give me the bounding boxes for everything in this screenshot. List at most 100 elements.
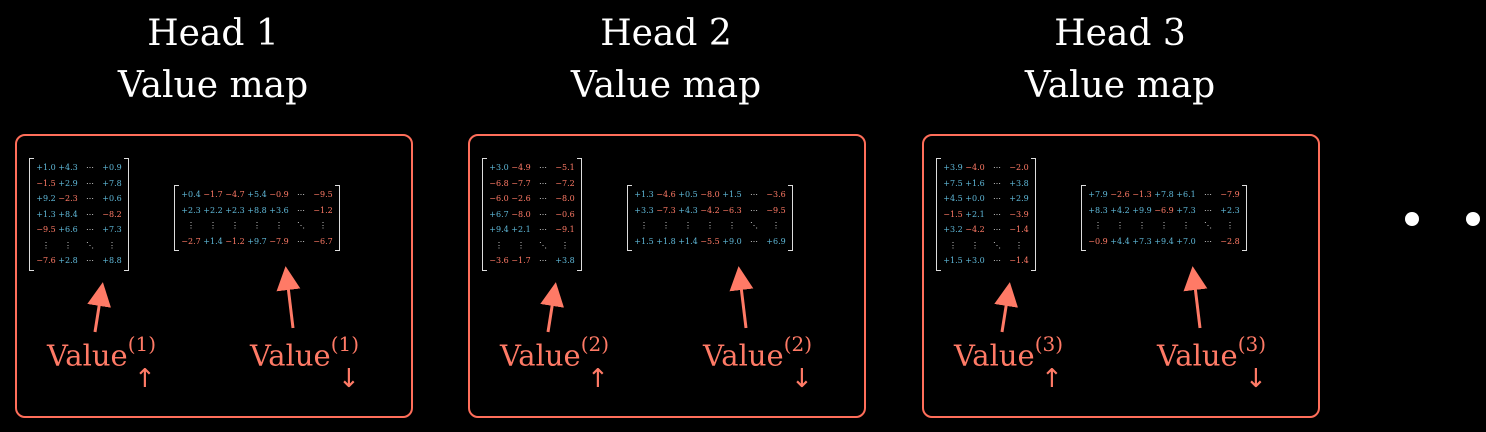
matrix-row: +4.5+0.0⋯+2.9 [942, 191, 1030, 207]
matrix-cell: ⋮ [231, 221, 239, 231]
matrix-cell: −6.9 [1154, 205, 1174, 215]
head-title: Head 3 [1054, 13, 1186, 54]
matrix-cell: +7.5 [943, 178, 963, 188]
matrix-cell: −4.9 [511, 163, 531, 173]
matrix-cell: +4.2 [1110, 205, 1130, 215]
value-down-superscript: (3) [1237, 332, 1267, 356]
matrix-cell: ⋯ [539, 225, 547, 235]
matrix-row: +3.2−4.2⋯−1.4 [942, 222, 1030, 238]
matrix-row: +1.0+4.3⋯+0.9 [35, 160, 123, 176]
matrix-row: ⋮⋮⋮⋮⋮⋱⋮ [1087, 218, 1241, 234]
value-up-text: Value [954, 338, 1035, 373]
matrix-cell: +1.8 [656, 236, 676, 246]
matrix-cell: −7.9 [1220, 190, 1240, 200]
matrix-cell: −4.2 [700, 205, 720, 215]
matrix-cell: ⋯ [297, 205, 305, 215]
matrix-cell: ⋯ [539, 178, 547, 188]
matrix-cell: −1.5 [36, 178, 56, 188]
matrix-cell: +1.5 [943, 256, 963, 266]
matrix-cell: ⋯ [297, 236, 305, 246]
up-arrow-icon: ↑ [587, 364, 609, 394]
matrix-cell: +7.3 [1132, 236, 1152, 246]
value-up-label: Value(1) [47, 332, 156, 373]
matrix-cell: −6.3 [722, 205, 742, 215]
ellipsis-dot-1 [1405, 212, 1419, 226]
matrix-row: ⋮⋮⋱⋮ [942, 238, 1030, 254]
matrix-cell: +6.1 [1176, 190, 1196, 200]
matrix-row: +9.2−2.3⋯+0.6 [35, 191, 123, 207]
matrix-cell: ⋯ [539, 256, 547, 266]
value-down-matrix: +1.3−4.6+0.5−8.0+1.5⋯−3.6+3.3−7.3+4.3−4.… [627, 185, 793, 251]
matrix-cell: +2.3 [225, 205, 245, 215]
matrix-cell: +1.3 [634, 190, 654, 200]
matrix-cell: ⋮ [495, 240, 503, 250]
matrix-cell: +3.8 [555, 256, 575, 266]
matrix-cell: +6.9 [766, 236, 786, 246]
matrix-cell: ⋯ [750, 205, 758, 215]
matrix-cell: ⋯ [539, 209, 547, 219]
value-down-label: Value(2) [703, 332, 812, 373]
matrix-cell: −9.1 [555, 225, 575, 235]
value-down-matrix: +0.4−1.7−4.7+5.4−0.9⋯−9.5+2.3+2.2+2.3+8.… [174, 185, 340, 251]
matrix-cell: +2.1 [511, 225, 531, 235]
matrix-cell: −2.7 [181, 236, 201, 246]
head-subtitle: Value map [570, 65, 762, 106]
matrix-cell: +9.7 [247, 236, 267, 246]
matrix-row: −9.5+6.6⋯+7.3 [35, 222, 123, 238]
value-down-text: Value [703, 338, 784, 373]
value-down-label: Value(3) [1157, 332, 1266, 373]
matrix-cell: −0.9 [269, 190, 289, 200]
matrix-cell: −4.2 [965, 225, 985, 235]
matrix-cell: +2.9 [1009, 194, 1029, 204]
matrix-cell: ⋮ [209, 221, 217, 231]
matrix-row: +7.5+1.6⋯+3.8 [942, 176, 1030, 192]
matrix-row: −6.0−2.6⋯−8.0 [488, 191, 576, 207]
up-arrow-pointer [994, 282, 1018, 333]
value-up-matrix: +3.9−4.0⋯−2.0+7.5+1.6⋯+3.8+4.5+0.0⋯+2.9 −… [936, 158, 1036, 271]
value-down-text: Value [1157, 338, 1238, 373]
up-arrow-pointer [87, 282, 111, 333]
up-arrow-icon: ↑ [1041, 364, 1063, 394]
matrix-row: ⋮⋮⋱⋮ [488, 238, 576, 254]
matrix-cell: +0.5 [678, 190, 698, 200]
matrix-row: ⋮⋮⋮⋮⋮⋱⋮ [633, 218, 787, 234]
value-down-matrix-bracket-left [174, 185, 179, 251]
matrix-cell: ⋯ [993, 225, 1001, 235]
matrix-cell: −5.5 [700, 236, 720, 246]
matrix-cell: ⋮ [517, 240, 525, 250]
value-down-matrix: +7.9−2.6−1.3+7.8+6.1⋯−7.9+8.3+4.2+9.9−6.… [1081, 185, 1247, 251]
matrix-cell: ⋯ [86, 225, 94, 235]
matrix-cell: −9.5 [313, 190, 333, 200]
matrix-cell: −8.0 [511, 209, 531, 219]
down-arrow-pointer [729, 266, 754, 329]
matrix-cell: −9.5 [36, 225, 56, 235]
matrix-cell: +3.0 [965, 256, 985, 266]
matrix-cell: −0.9 [1088, 236, 1108, 246]
ellipsis-dot-2 [1466, 212, 1480, 226]
matrix-cell: −7.2 [555, 178, 575, 188]
matrix-cell: ⋯ [86, 256, 94, 266]
matrix-cell: +9.9 [1132, 205, 1152, 215]
matrix-cell: +1.4 [678, 236, 698, 246]
matrix-row: +1.3−4.6+0.5−8.0+1.5⋯−3.6 [633, 187, 787, 203]
value-down-matrix-bracket-left [1081, 185, 1086, 251]
matrix-cell: ⋮ [662, 221, 670, 231]
matrix-cell: −4.7 [225, 190, 245, 200]
matrix-cell: +3.9 [943, 163, 963, 173]
matrix-cell: ⋮ [706, 221, 714, 231]
value-down-text: Value [250, 338, 331, 373]
down-arrow-icon: ↓ [338, 364, 360, 394]
matrix-row: +3.9−4.0⋯−2.0 [942, 160, 1030, 176]
matrix-cell: ⋱ [297, 221, 305, 231]
matrix-cell: +4.3 [58, 163, 78, 173]
pointer-arrows [994, 266, 1208, 333]
matrix-cell: ⋮ [684, 221, 692, 231]
matrix-cell: +3.8 [1009, 178, 1029, 188]
matrix-cell: +1.5 [634, 236, 654, 246]
matrix-cell: +3.3 [634, 205, 654, 215]
matrix-cell: +1.5 [722, 190, 742, 200]
matrix-cell: +2.2 [203, 205, 223, 215]
value-up-matrix-bracket-right [1031, 158, 1036, 271]
matrix-cell: +2.8 [58, 256, 78, 266]
matrix-cell: +1.4 [203, 236, 223, 246]
